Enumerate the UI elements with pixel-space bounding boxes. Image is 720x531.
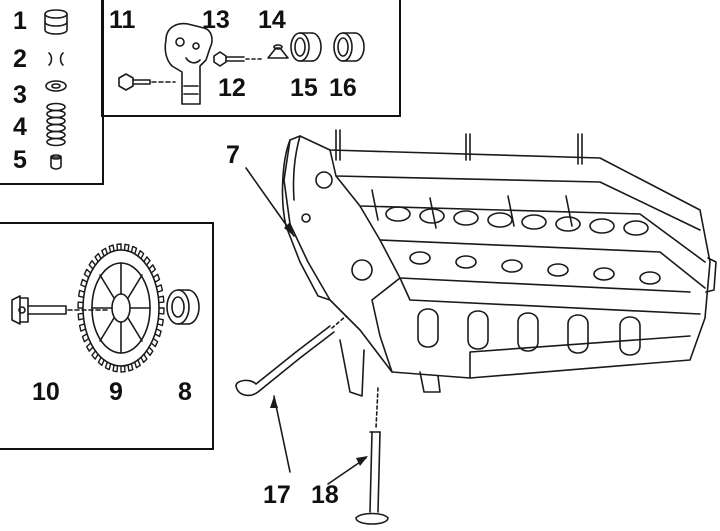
callout-18: 18 — [311, 481, 339, 509]
callout-8: 8 — [178, 378, 192, 406]
sprocket-teeth — [77, 243, 165, 373]
callout-5: 5 — [13, 146, 27, 174]
callout-9: 9 — [109, 378, 123, 406]
bolt-icon — [213, 51, 263, 67]
callout-3: 3 — [13, 81, 27, 109]
housing-bolt-icon — [118, 73, 176, 91]
seal-ring-16-icon — [333, 32, 365, 62]
callout-10: 10 — [32, 378, 60, 406]
callout-11: 11 — [109, 6, 136, 34]
callout-17: 17 — [263, 481, 291, 509]
leader-17 — [273, 395, 291, 473]
intake-valve-icon — [235, 315, 347, 397]
tappet-icon — [44, 9, 68, 35]
sprocket-bolt-icon — [11, 295, 111, 325]
arrow-18 — [356, 456, 368, 466]
seal-ring-15-icon — [290, 32, 322, 62]
spring-seat-icon — [45, 80, 67, 92]
oil-seal-icon — [166, 289, 200, 325]
leader-7 — [245, 167, 295, 237]
arrow-17 — [270, 396, 278, 408]
callout-13: 13 — [202, 6, 230, 34]
arrow-7 — [284, 222, 294, 236]
inset-box-sprocket — [0, 222, 214, 450]
valve-cotters-icon — [48, 52, 64, 66]
camshaft-housing-icon — [164, 22, 213, 105]
callout-1: 1 — [13, 7, 27, 35]
callout-16: 16 — [329, 74, 357, 102]
exhaust-valve-icon — [355, 387, 389, 525]
callout-2: 2 — [13, 45, 27, 73]
callout-4: 4 — [13, 113, 27, 141]
callout-15: 15 — [290, 74, 318, 102]
callout-14: 14 — [258, 6, 286, 34]
inset-box-camshaft-housing — [101, 0, 401, 117]
callout-7: 7 — [226, 141, 240, 169]
inset-box-valve-parts — [0, 0, 104, 185]
plug-icon — [267, 44, 289, 59]
valve-spring-icon — [46, 102, 66, 147]
cylinder-head-icon — [281, 129, 717, 397]
valve-stem-seal-icon — [50, 154, 62, 170]
camshaft-sprocket-icon — [82, 249, 160, 367]
callout-12: 12 — [218, 74, 246, 102]
